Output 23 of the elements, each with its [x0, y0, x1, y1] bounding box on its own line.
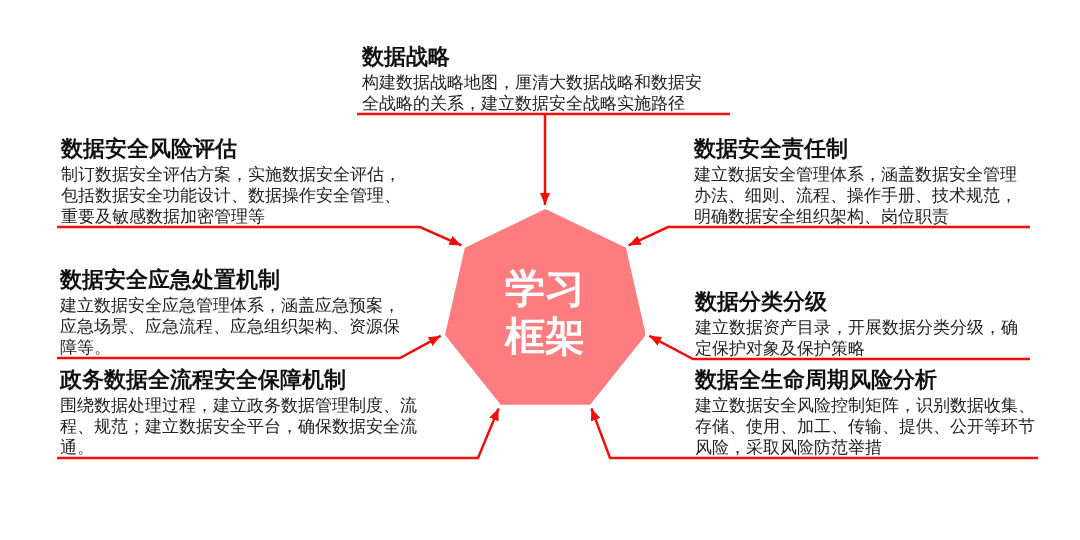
arrow: [590, 407, 1038, 460]
arrow: [628, 225, 1030, 247]
heading: 数据战略: [362, 44, 450, 70]
arrow: [355, 112, 732, 207]
heading: 数据安全应急处置机制: [60, 267, 280, 293]
arrow: [57, 334, 442, 360]
description: 建立数据安全管理体系，涵盖数据安全管理办法、细则、流程、操作手册、技术规范，明确数据安全组织架构、岗位职责: [694, 164, 1018, 227]
heading: 数据安全责任制: [694, 136, 848, 162]
heading: 数据全生命周期风险分析: [695, 367, 937, 393]
description: 制订数据安全评估方案，实施数据安全评估，包括数据安全功能设计、数据操作安全管理、重要及敏感数据加密管理等: [61, 164, 402, 227]
center-label: 学习框架: [503, 264, 586, 360]
arrow: [57, 407, 500, 460]
description: 建立数据安全风险控制矩阵，识别数据收集、存储、使用、加工、传输、提供、公开等环节风险，采取风险防范举措: [695, 395, 1036, 458]
arrow: [648, 334, 1030, 361]
description: 围绕数据处理过程，建立政务数据管理制度、流程、规范；建立数据安全平台，确保数据安全流通。: [60, 395, 418, 458]
arrow: [57, 225, 462, 247]
description: 构建数据战略地图，厘清大数据战略和数据安全战略的关系，建立数据安全战略实施路径: [362, 72, 703, 114]
description: 建立数据安全应急管理体系，涵盖应急预案，应急场景、应急流程、应急组织架构、资源保障等。: [60, 295, 401, 358]
heading: 政务数据全流程安全保障机制: [60, 367, 346, 393]
heading: 数据安全风险评估: [61, 136, 237, 162]
heptagon: [444, 209, 646, 405]
heading: 数据分类分级: [695, 289, 827, 315]
description: 建立数据资产目录，开展数据分类分级，确定保护对象及保护策略: [695, 317, 1019, 359]
